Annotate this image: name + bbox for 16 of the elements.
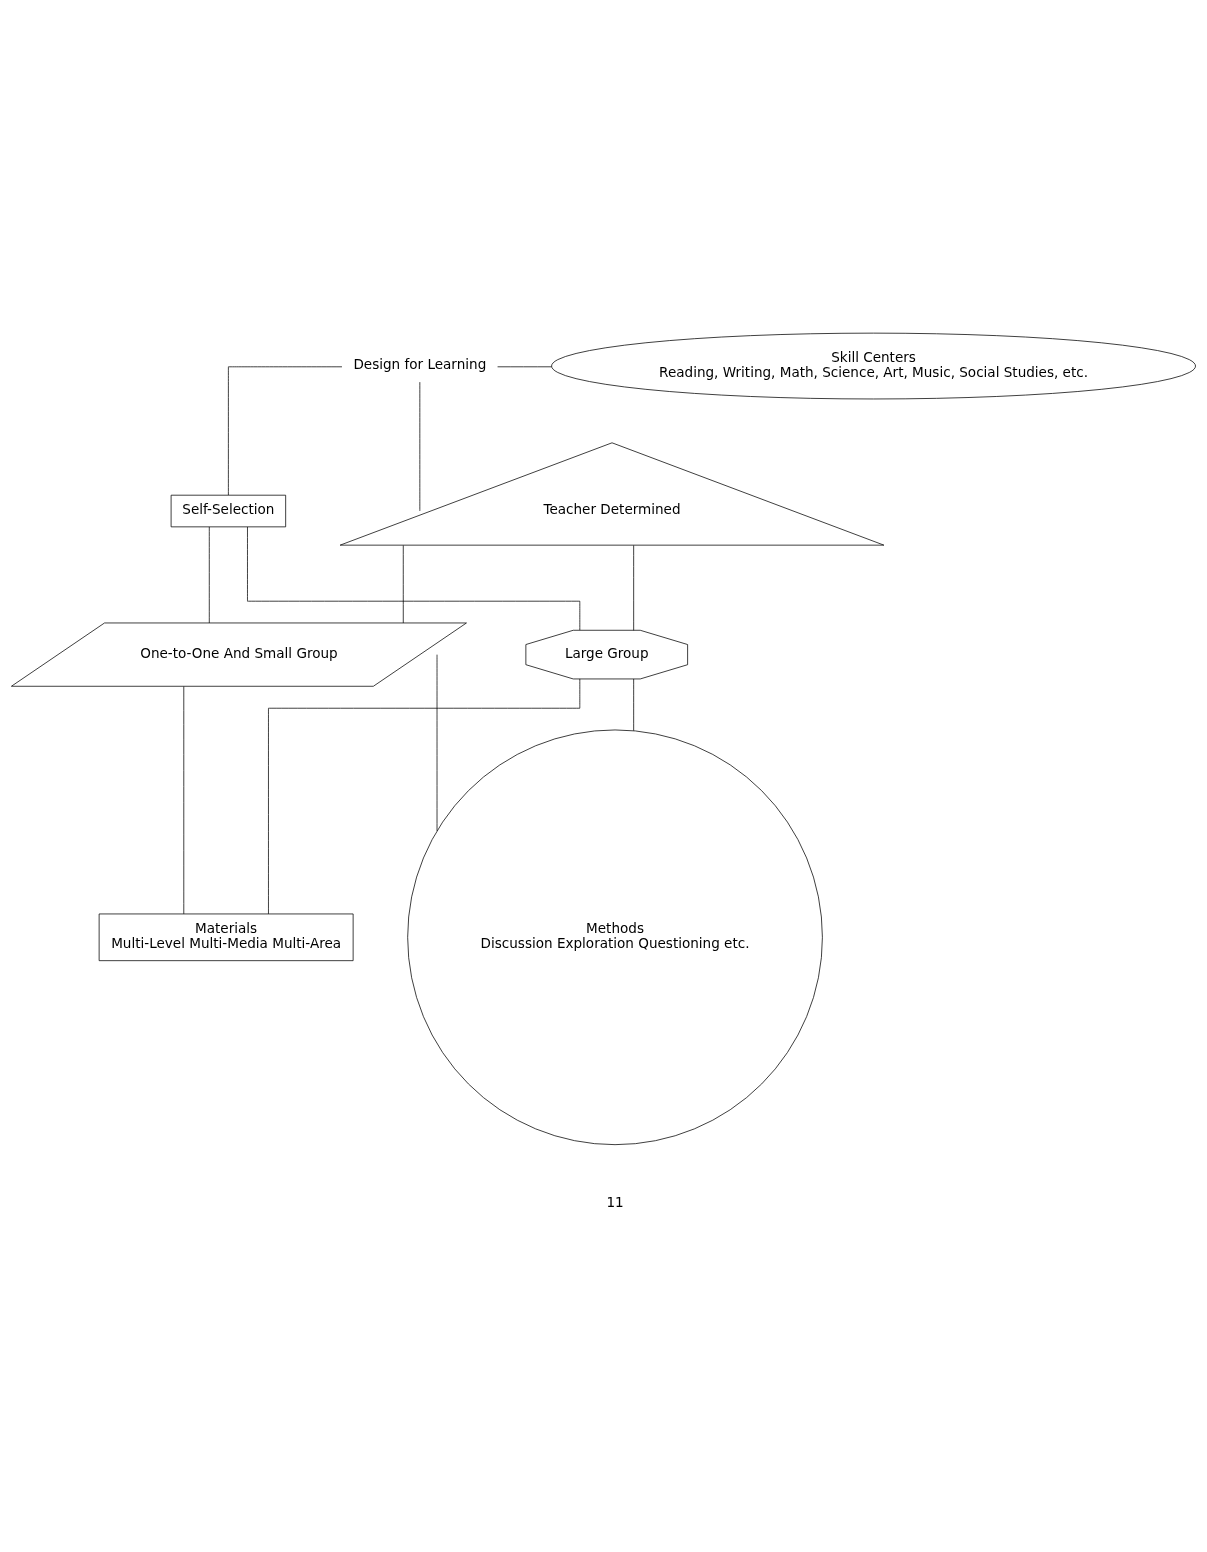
connector — [436, 653, 438, 831]
connector — [402, 544, 404, 623]
connector — [183, 685, 185, 914]
connector — [633, 678, 635, 731]
node-circle: Methods Discussion Exploration Questioning etc. — [407, 729, 823, 1145]
node-box: Materials Multi-Level Multi-Media Multi-Area — [98, 913, 354, 961]
connector — [228, 365, 343, 495]
connector — [633, 544, 635, 631]
label: 11 — [606, 1193, 624, 1210]
node-ellipse: Skill Centers Reading, Writing, Math, Science, Art, Music, Social Studies, etc. — [551, 332, 1196, 399]
node-text: Design for Learning — [353, 355, 487, 372]
node-box: Self-Selection — [170, 494, 287, 527]
connector — [497, 365, 552, 367]
connector — [247, 526, 581, 630]
connector — [268, 678, 581, 914]
connector — [208, 526, 210, 623]
